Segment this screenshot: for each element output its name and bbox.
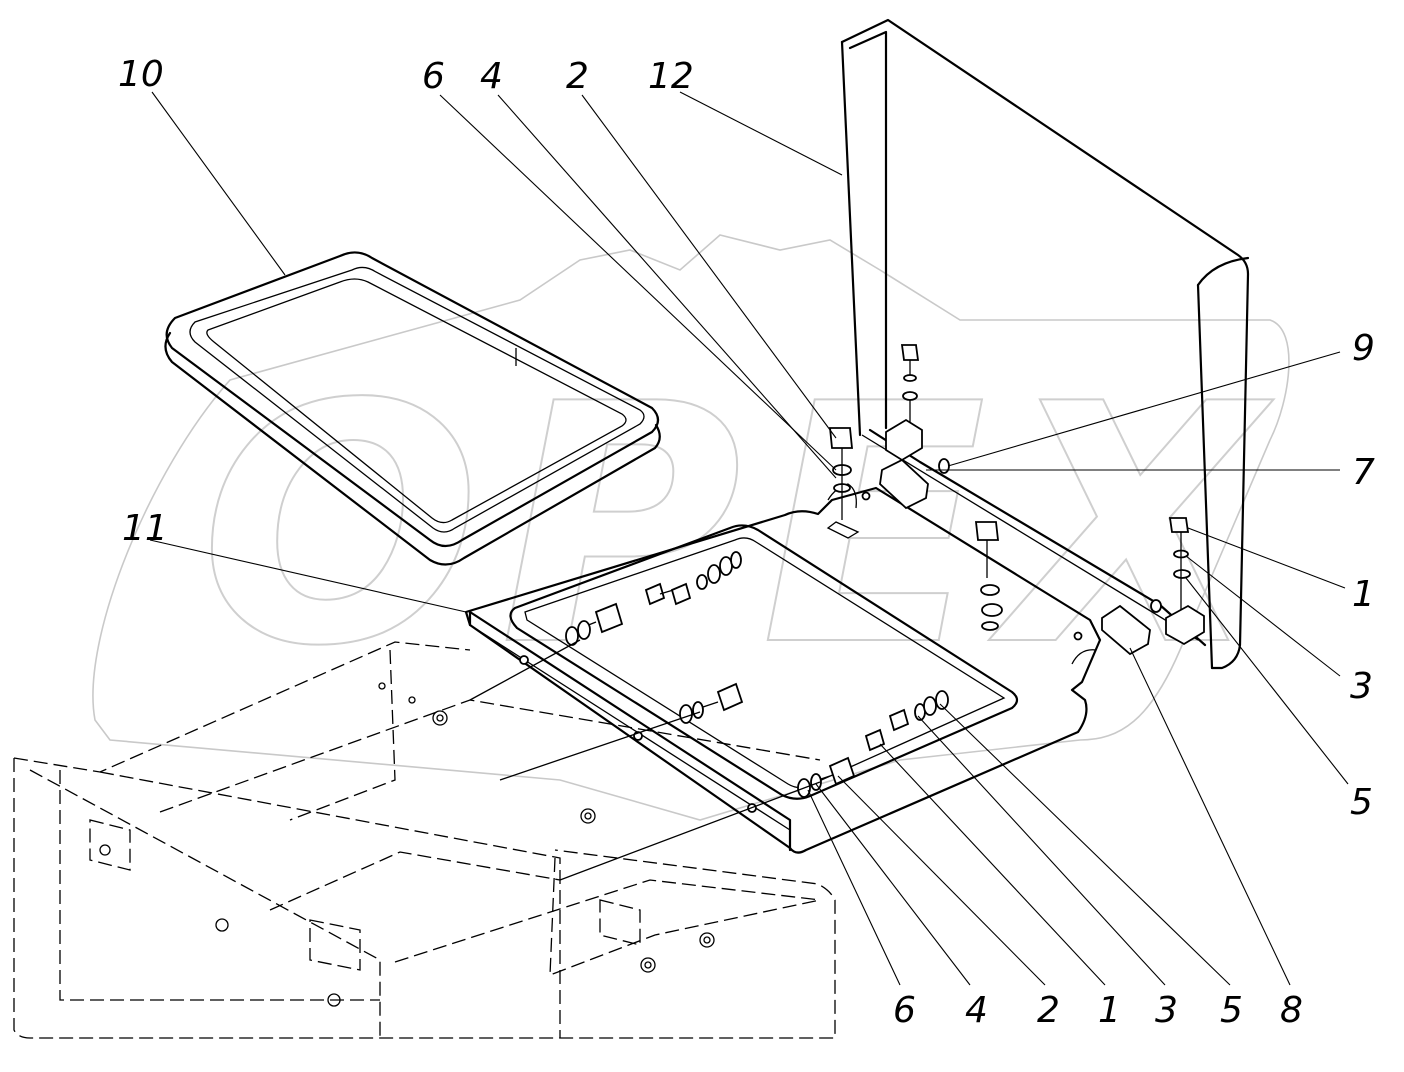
callout-10: 10 (118, 54, 164, 95)
callout-4-bottom: 4 (965, 990, 988, 1031)
callout-11: 11 (122, 508, 168, 549)
callout-12: 12 (648, 56, 694, 97)
callout-5-bottom: 5 (1220, 990, 1243, 1031)
hinge-block-8-right (1101, 604, 1151, 656)
seal-frame-part-10 (164, 251, 661, 566)
bolt-side-2 (644, 551, 742, 606)
callout-6-top: 6 (422, 56, 445, 97)
callout-1-bottom: 1 (1098, 990, 1121, 1031)
callout-7: 7 (1352, 452, 1375, 493)
callout-2-bottom: 2 (1037, 990, 1060, 1031)
fasteners (469, 344, 1205, 881)
hinge-block-8-left (879, 458, 929, 510)
callout-5-right: 5 (1350, 782, 1373, 823)
callout-3-right: 3 (1350, 666, 1373, 707)
bolt-lid-right (1150, 517, 1205, 646)
watermark-outline (92, 234, 1290, 821)
watermark: ОРЕХ (92, 234, 1290, 821)
callout-2-top: 2 (566, 56, 589, 97)
callout-3-bottom: 3 (1155, 990, 1178, 1031)
leader-lines (149, 91, 1349, 986)
bolt-side-3 (679, 682, 744, 724)
bolt-tray-mid (974, 521, 1003, 631)
callout-labels: 10 6 4 2 12 9 7 11 1 3 5 6 4 2 1 3 5 8 (118, 54, 1375, 1031)
callout-6-bottom: 6 (893, 990, 916, 1031)
callout-1-right: 1 (1352, 574, 1375, 615)
bolt-tray-top-left (829, 427, 853, 520)
callout-8: 8 (1280, 990, 1303, 1031)
callout-9: 9 (1352, 328, 1375, 369)
bolt-side-4 (797, 756, 856, 798)
bolt-side-5 (864, 690, 949, 752)
callout-4-top: 4 (480, 56, 503, 97)
